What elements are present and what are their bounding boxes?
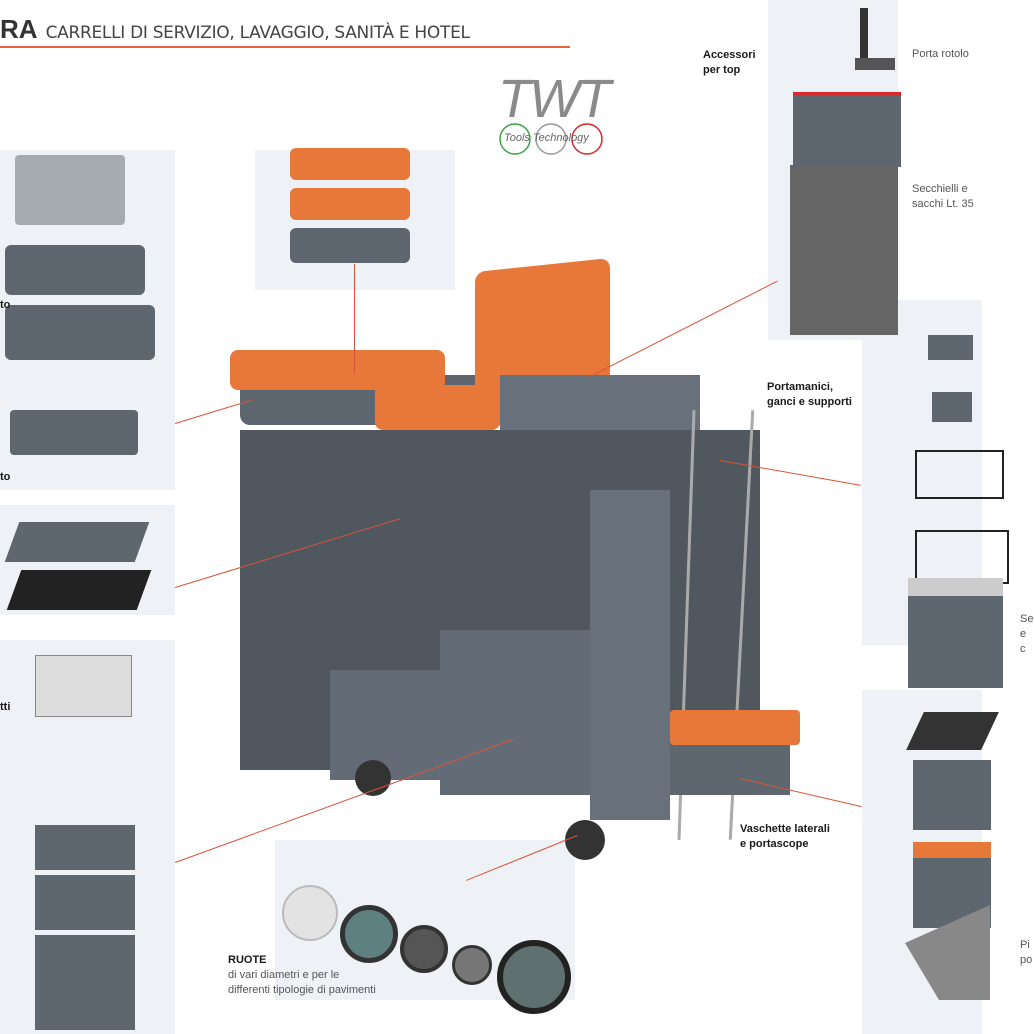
wheel-image-2 xyxy=(340,905,398,963)
wheel-image-4 xyxy=(452,945,492,985)
bin-image-2 xyxy=(35,875,135,930)
folding-frame-image xyxy=(5,305,155,360)
handle-parts-image xyxy=(15,155,125,225)
lid-orange-image xyxy=(290,188,410,220)
roll-holder-image xyxy=(855,8,895,70)
bin-image-3 xyxy=(35,935,135,1030)
label-ruote-title: RUOTE xyxy=(228,954,267,966)
shelf-black-image xyxy=(6,570,152,610)
bin-image-1 xyxy=(35,825,135,870)
side-tray-lid-image xyxy=(906,712,999,750)
lid-gray-image xyxy=(290,228,410,263)
tray-image xyxy=(10,410,138,455)
bucket-lid-image xyxy=(908,578,1003,688)
left-label-3: tti xyxy=(0,701,11,713)
leader-line xyxy=(354,264,355,374)
left-label-1: to xyxy=(0,299,11,311)
handle-clip-image xyxy=(928,335,973,360)
bag-holder-image-1 xyxy=(915,450,1004,499)
buckets-image xyxy=(793,92,901,167)
label-porta-rotolo: Porta rotolo xyxy=(912,48,969,60)
shelf-image xyxy=(4,522,150,562)
bag-image xyxy=(790,165,898,335)
hook-image xyxy=(932,392,972,422)
lid-transparent-image xyxy=(290,148,410,180)
twt-logo: TWT Tools Technology xyxy=(498,72,628,162)
wheel-image-5 xyxy=(497,940,571,1014)
bag-holder-image-2 xyxy=(915,530,1009,584)
wheel-image-3 xyxy=(400,925,448,973)
left-label-2: to xyxy=(0,471,11,483)
service-cart-image xyxy=(200,257,800,860)
label-portamanici: Portamanici,ganci e supporti xyxy=(767,381,852,408)
wheel-image-1 xyxy=(282,885,338,941)
grid-trays-image xyxy=(35,655,132,717)
frame-image xyxy=(5,245,145,295)
side-tray-image xyxy=(913,760,991,830)
title-rule xyxy=(0,46,570,48)
